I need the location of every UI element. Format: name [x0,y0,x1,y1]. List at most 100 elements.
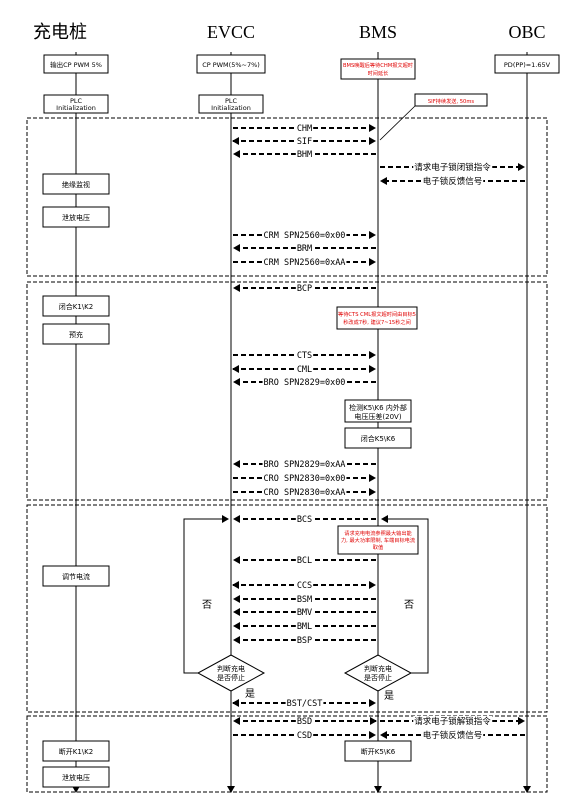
message-label-bg [421,730,484,741]
message-label-broaa: BRO SPN2829=0xAA [264,460,346,470]
discharge-box-2: 泄放电压 [42,766,110,788]
bms-wait-note: BMS唤醒后等待CHM报文超时 时间延长 [340,58,416,80]
message-label-unlock-req: 请求电子锁解锁指令 [414,716,491,727]
message-label-bg [295,595,314,605]
open-k5k6-box: 断开K5\K6 [344,740,412,762]
message-label-bsd: BSD [297,717,312,727]
bms-loop [381,515,429,674]
bcs-note: 请求充电电流参照最大输出能 力, 最大功率限制, 车端目标电流 取值 [337,525,419,555]
message-label-crmaa: CRM SPN2560=0xAA [264,258,346,268]
adjust-current-box: 调节电流 [42,565,110,587]
svg-text:PLC: PLC [70,97,83,105]
message-label-bg [295,244,314,254]
message-label-bg [285,699,324,709]
message-label-bg [295,608,314,618]
message-label-unlock-fb: 电子锁反馈信号 [423,730,483,741]
message-label-cml: CML [297,365,312,375]
label-no-evcc: 否 [202,599,212,611]
evcc-loop [183,515,229,674]
message-label-bg [262,258,347,268]
svg-text:BMS唤醒后等待CHM报文超时: BMS唤醒后等待CHM报文超时 [343,61,413,69]
message-label-bg [413,162,493,173]
svg-text:闭合K1\K2: 闭合K1\K2 [59,302,93,311]
svg-text:断开K5\K6: 断开K5\K6 [361,747,396,756]
svg-text:判断充电: 判断充电 [217,664,245,673]
message-label-bg [295,556,314,566]
obc-pp-box: PD(PP)=1.65V [494,54,560,74]
message-label-bg [421,176,484,187]
open-k1k2-box: 断开K1\K2 [42,740,110,762]
detect-k5k6-box: 检测K5\K6 内外部 电压压差(20V) [344,399,412,423]
message-label-bml: BML [297,622,312,632]
phase-frame-config [26,281,548,501]
message-label-bg [295,636,314,646]
sif-note: SIF持续发送, 50ms [379,93,488,141]
header-evcc: EVCC [207,22,255,42]
message-label-bcs: BCS [297,515,312,525]
phase-frame-charging [26,504,548,713]
message-label-bro00: BRO SPN2829=0x00 [264,378,346,388]
message-label-ccs: CCS [297,581,312,591]
wait-cts-note: 等待CTS CML报文超时间由目标5 秒改成7秒, 建议7~15秒之间 [336,306,418,330]
phase-frame-handshake [26,117,548,277]
svg-text:闭合K5\K6: 闭合K5\K6 [361,434,396,443]
svg-text:电压压差(20V): 电压压差(20V) [354,412,401,421]
header-obc: OBC [508,22,545,42]
message-label-bmv: BMV [297,608,312,618]
svg-text:时间延长: 时间延长 [368,69,390,77]
message-label-bg [295,150,314,160]
message-label-cts: CTS [297,351,312,361]
message-label-bg [295,622,314,632]
svg-text:泄放电压: 泄放电压 [62,213,90,222]
svg-text:判断充电: 判断充电 [364,664,392,673]
phase-frame-end [26,715,548,793]
close-k5k6-box: 闭合K5\K6 [344,427,412,449]
svg-text:Initialization: Initialization [56,104,96,112]
evcc-pwm-box: CP PWM(5%~7%) [196,54,266,74]
svg-text:SIF持续发送, 50ms: SIF持续发送, 50ms [428,97,475,105]
bms-decision: 判断充电 是否停止 [343,654,413,692]
insulation-box: 绝缘监视 [42,173,110,195]
svg-text:秒改成7秒, 建议7~15秒之间: 秒改成7秒, 建议7~15秒之间 [343,318,411,326]
message-label-sif: SIF [297,137,312,147]
svg-text:预充: 预充 [69,330,83,339]
svg-text:是否停止: 是否停止 [364,673,392,682]
message-label-chm: CHM [297,124,312,134]
close-k1k2-box: 闭合K1\K2 [42,295,110,317]
svg-text:绝缘监视: 绝缘监视 [62,180,90,189]
svg-text:Initialization: Initialization [211,104,251,112]
message-label-bg [295,137,314,147]
message-label-bg [295,351,314,361]
svg-text:断开K1\K2: 断开K1\K2 [59,747,93,756]
message-label-bg [295,717,314,727]
message-label-bcl: BCL [297,556,312,566]
message-label-bcp: BCP [297,284,312,294]
message-label-bg [413,716,493,727]
svg-text:等待CTS CML报文超时间由目标5: 等待CTS CML报文超时间由目标5 [338,310,416,318]
message-label-bg [262,460,347,470]
header-bms: BMS [359,22,397,42]
svg-text:检测K5\K6 内外部: 检测K5\K6 内外部 [349,403,407,412]
message-label-bg [262,488,347,498]
precharge-box: 预充 [42,323,110,345]
svg-text:请求充电电流参照最大输出能: 请求充电电流参照最大输出能 [344,529,411,537]
message-label-crm00: CRM SPN2560=0x00 [264,231,346,241]
message-label-bg [295,581,314,591]
message-label-bsm: BSM [297,595,312,605]
message-label-bg [262,474,347,484]
message-label-bhm: BHM [297,150,312,160]
svg-text:调节电流: 调节电流 [62,572,90,581]
plc-init-charger: PLC Initialization [43,94,109,114]
svg-text:取值: 取值 [373,543,383,551]
message-label-bst-cst: BST/CST [287,699,323,709]
message-label-croaa: CRO SPN2830=0xAA [264,488,346,498]
label-yes-evcc: 是 [245,688,255,700]
message-label-bg [262,231,347,241]
message-label-lock-req: 请求电子锁闭锁指令 [414,162,491,173]
message-label-bsp: BSP [297,636,312,646]
message-label-cro00: CRO SPN2830=0x00 [264,474,346,484]
message-label-bg [295,515,314,525]
plc-init-evcc: PLC Initialization [198,94,264,114]
